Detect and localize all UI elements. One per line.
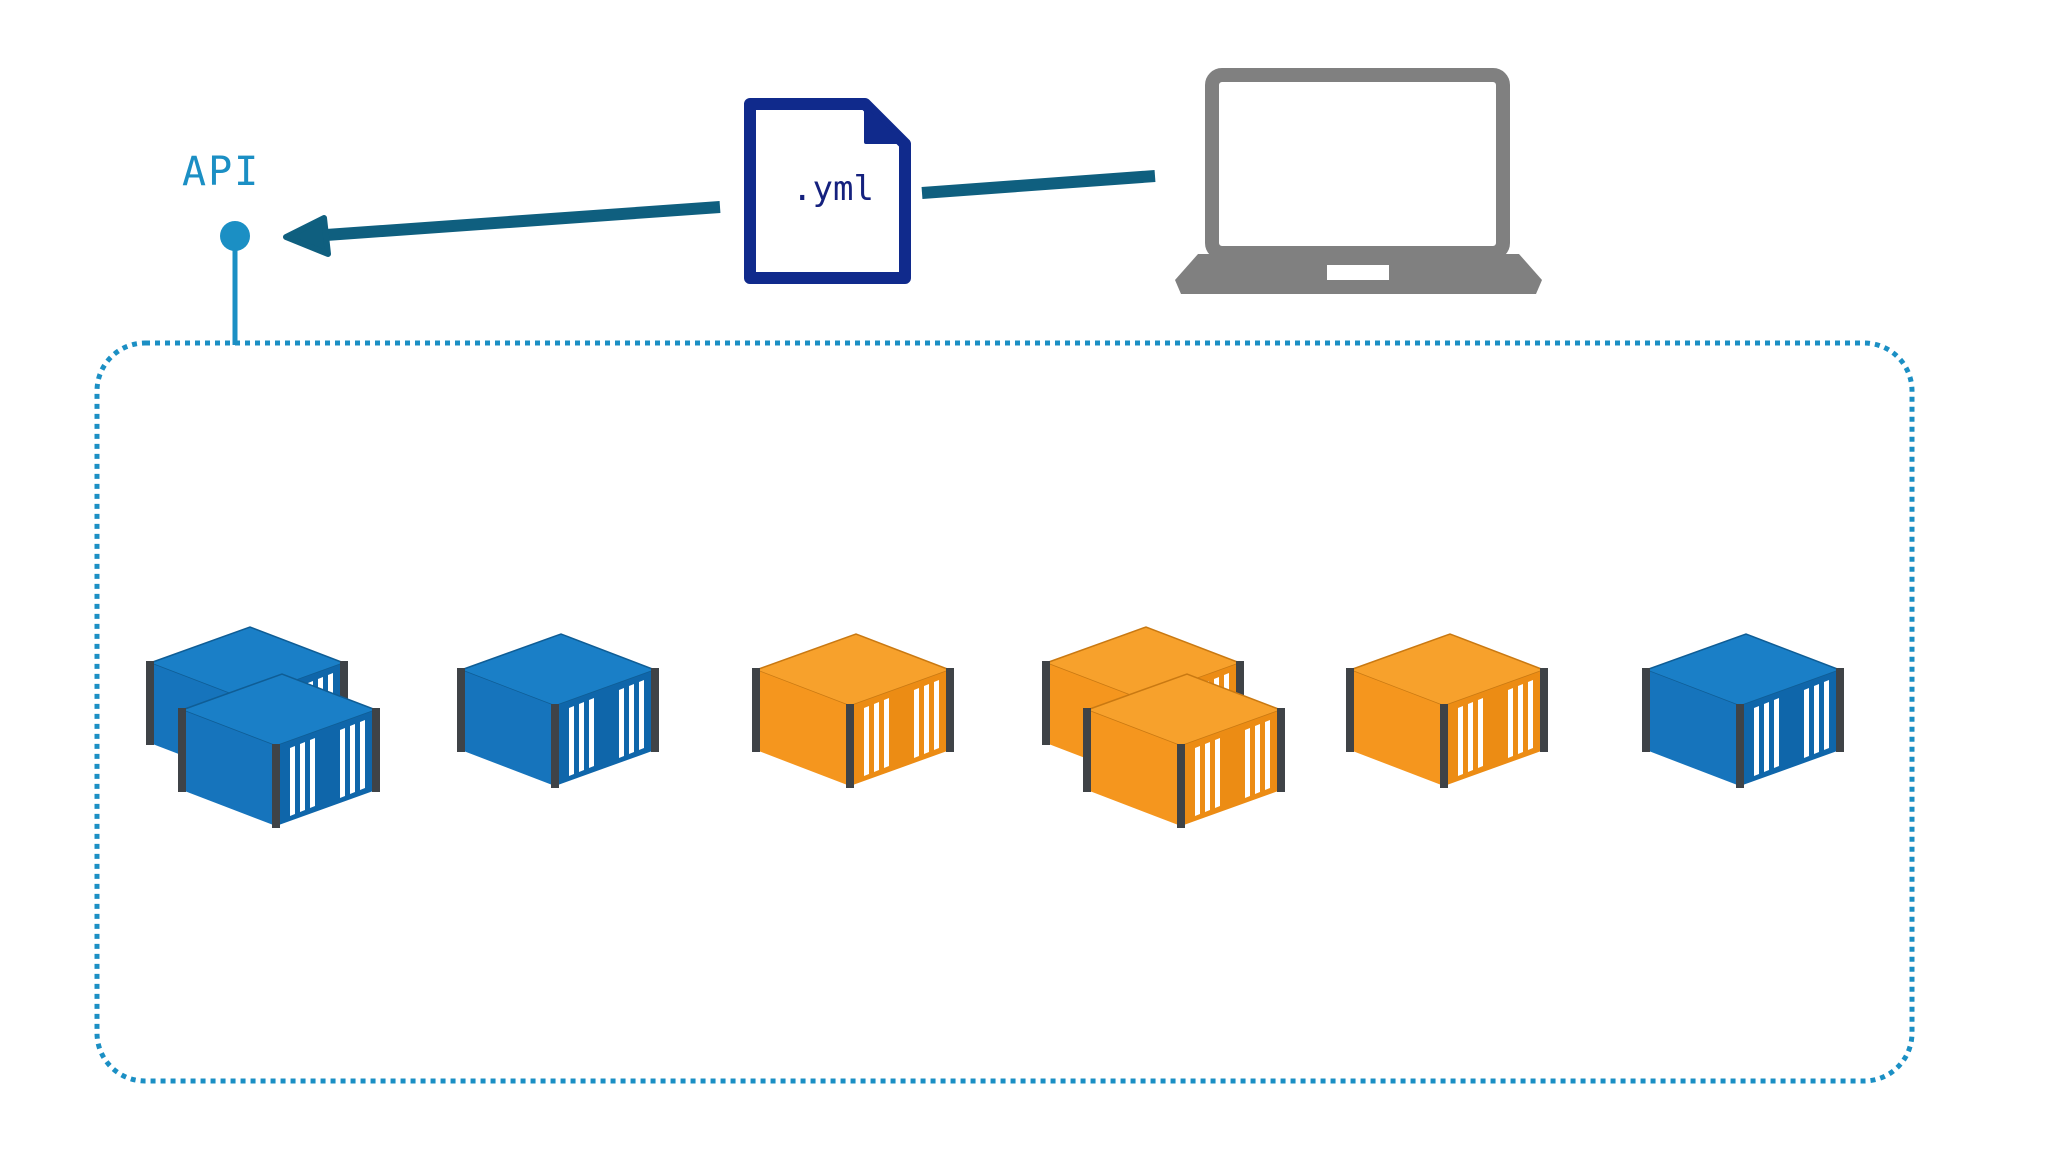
laptop-icon xyxy=(1175,68,1542,294)
container-group-1 xyxy=(145,626,381,829)
container-icon xyxy=(1345,633,1549,789)
api-label: API xyxy=(182,149,261,195)
file-icon xyxy=(744,98,911,284)
api-endpoint-icon xyxy=(220,221,250,345)
deploy-arrow xyxy=(283,170,1156,257)
file-extension-label: .yml xyxy=(792,169,874,209)
container-icon xyxy=(456,633,660,789)
container-group-3 xyxy=(751,633,955,789)
container-group-5 xyxy=(1345,633,1549,789)
cluster-boundary xyxy=(94,340,1915,1084)
container-group-2 xyxy=(456,633,660,789)
container-group-6 xyxy=(1641,633,1845,789)
container-icon xyxy=(751,633,955,789)
container-icon xyxy=(1641,633,1845,789)
container-group-4 xyxy=(1041,626,1286,829)
